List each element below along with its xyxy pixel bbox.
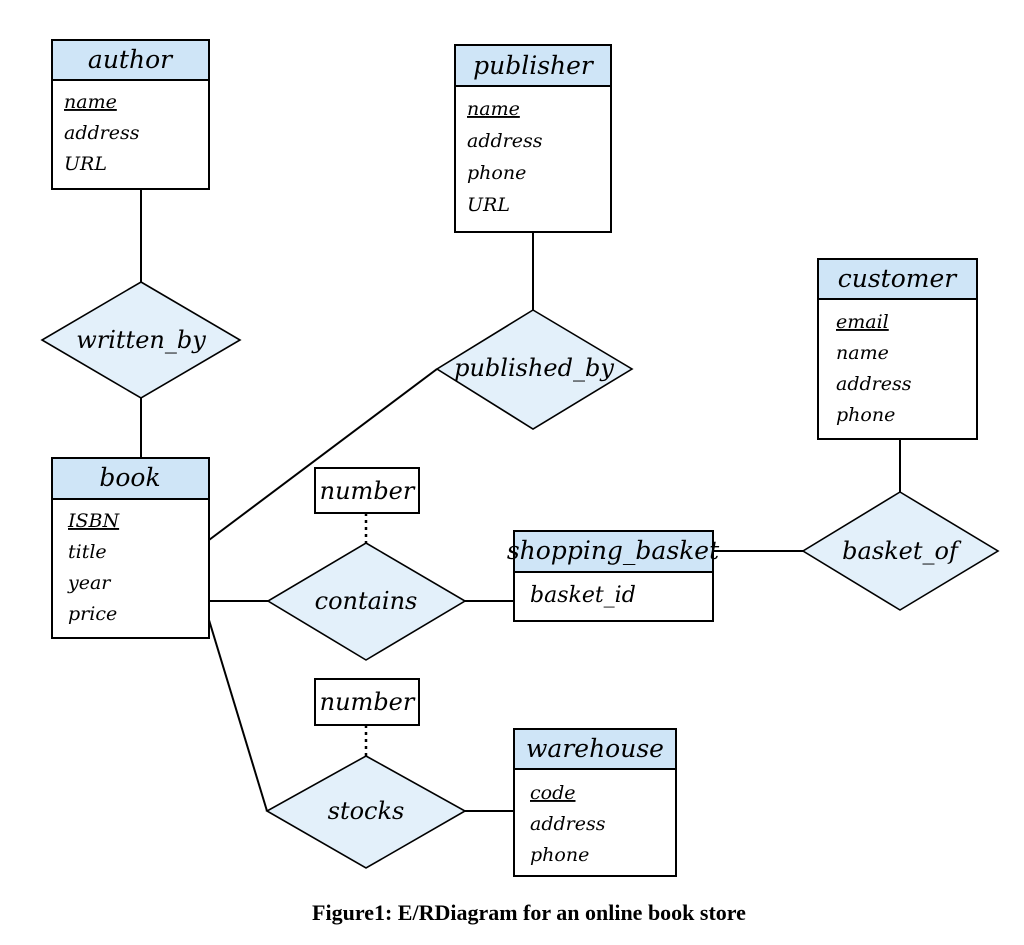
entity-attribute: address bbox=[64, 122, 140, 144]
entity-attribute-key: ISBN bbox=[67, 510, 120, 532]
entity-attribute: title bbox=[68, 541, 107, 563]
relationship-attribute-label: number bbox=[320, 477, 416, 505]
entity-customer: customer email name address phone bbox=[817, 258, 978, 440]
entity-attribute-key: code bbox=[530, 782, 576, 804]
attribute-stocks-number: number bbox=[314, 678, 420, 726]
entity-attribute-key: name bbox=[64, 91, 117, 113]
entity-attribute: name bbox=[836, 342, 889, 364]
relationship-contains: contains bbox=[266, 542, 467, 661]
figure-caption: Figure1: E/RDiagram for an online book s… bbox=[312, 900, 746, 925]
entity-publisher: publisher name address phone URL bbox=[454, 44, 612, 233]
entity-attribute: basket_id bbox=[530, 583, 636, 608]
entity-attribute: URL bbox=[467, 194, 510, 216]
entity-attribute: price bbox=[68, 603, 117, 625]
entity-attribute: phone bbox=[530, 844, 589, 866]
edge-book-stocks bbox=[208, 619, 268, 812]
relationship-label: published_by bbox=[454, 354, 614, 382]
entity-title: author bbox=[88, 45, 174, 74]
relationship-published-by: published_by bbox=[435, 309, 634, 430]
entity-title: customer bbox=[838, 264, 959, 293]
relationship-label: written_by bbox=[76, 326, 206, 354]
entity-attribute: phone bbox=[467, 162, 526, 184]
entity-attribute-key: email bbox=[836, 311, 889, 333]
relationship-attribute-label: number bbox=[320, 688, 416, 716]
relationship-written-by: written_by bbox=[40, 281, 242, 399]
entity-attribute-key: name bbox=[467, 98, 520, 120]
entity-attribute: year bbox=[67, 572, 112, 594]
entity-attribute: address bbox=[530, 813, 606, 835]
relationship-stocks: stocks bbox=[265, 755, 467, 869]
entity-book: book ISBN title year price bbox=[51, 457, 210, 639]
relationship-label: contains bbox=[315, 587, 418, 615]
entity-title: publisher bbox=[473, 51, 595, 80]
entity-attribute: address bbox=[467, 130, 543, 152]
entity-attribute: address bbox=[836, 373, 912, 395]
entity-shopping-basket: shopping_basket basket_id bbox=[507, 530, 720, 622]
attribute-contains-number: number bbox=[314, 467, 420, 514]
entity-title: warehouse bbox=[526, 734, 664, 763]
relationship-label: stocks bbox=[328, 797, 405, 825]
relationship-label: basket_of bbox=[842, 537, 962, 565]
relationship-basket-of: basket_of bbox=[801, 491, 1000, 611]
entity-title: book bbox=[99, 463, 160, 492]
entity-attribute: phone bbox=[836, 404, 895, 426]
entity-title: shopping_basket bbox=[507, 536, 720, 565]
edge-book-published-by bbox=[208, 368, 438, 541]
entity-warehouse: warehouse code address phone bbox=[513, 728, 677, 877]
entity-author: author name address URL bbox=[51, 39, 210, 190]
entity-attribute: URL bbox=[64, 153, 107, 175]
